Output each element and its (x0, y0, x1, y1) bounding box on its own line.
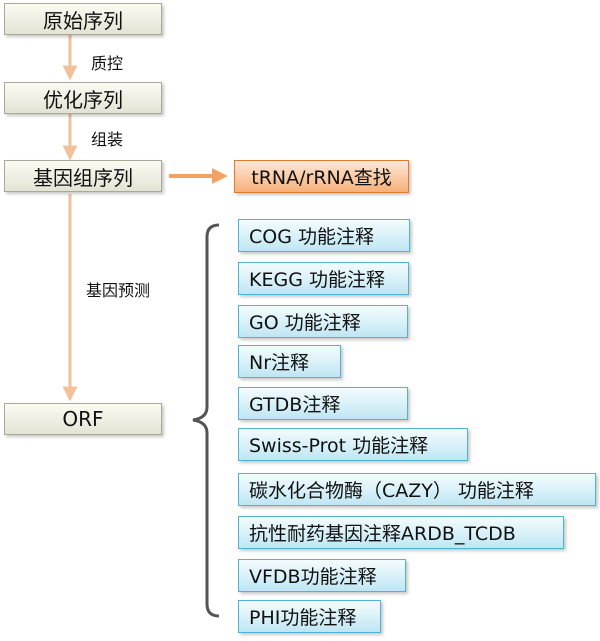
edge-label-qc: 质控 (91, 54, 124, 73)
annotation-ardb-tcdb-label: 抗性耐药基因注释ARDB_TCDB (249, 523, 516, 545)
annotation-nr: Nr注释 (238, 345, 341, 378)
annotation-gtdb-label: GTDB注释 (249, 394, 341, 416)
annotation-go-label: GO 功能注释 (249, 312, 361, 334)
step-raw-sequence: 原始序列 (4, 3, 162, 35)
annotation-swiss-prot: Swiss-Prot 功能注释 (238, 428, 468, 461)
annotation-vfdb-label: VFDB功能注释 (249, 566, 377, 588)
edge-label-assembly: 组装 (91, 130, 124, 149)
annotation-go: GO 功能注释 (238, 305, 408, 338)
annotation-bracket (192, 223, 220, 618)
step-orf-label: ORF (62, 407, 104, 431)
edge-label-gene-prediction: 基因预测 (86, 281, 151, 300)
annotation-cazy-label: 碳水化合物酶（CAZY） 功能注释 (249, 480, 534, 502)
annotation-cog: COG 功能注释 (238, 219, 410, 252)
annotation-ardb-tcdb: 抗性耐药基因注释ARDB_TCDB (238, 516, 564, 549)
trna-rrna-search-box: tRNA/rRNA查找 (234, 160, 409, 193)
annotation-kegg-label: KEGG 功能注释 (249, 269, 385, 291)
annotation-phi-label: PHI功能注释 (249, 607, 357, 629)
step-optimized-sequence-label: 优化序列 (43, 87, 123, 112)
step-genome-sequence-label: 基因组序列 (33, 165, 133, 190)
step-genome-sequence: 基因组序列 (4, 160, 162, 192)
step-orf: ORF (4, 403, 162, 435)
trna-rrna-search-label: tRNA/rRNA查找 (251, 167, 392, 189)
annotation-cazy: 碳水化合物酶（CAZY） 功能注释 (238, 473, 596, 506)
annotation-kegg: KEGG 功能注释 (238, 262, 409, 295)
annotation-nr-label: Nr注释 (249, 352, 310, 374)
annotation-vfdb: VFDB功能注释 (238, 559, 406, 592)
annotation-phi: PHI功能注释 (238, 600, 381, 633)
step-optimized-sequence: 优化序列 (4, 82, 162, 114)
annotation-swiss-prot-label: Swiss-Prot 功能注释 (249, 435, 429, 457)
annotation-gtdb: GTDB注释 (238, 387, 408, 420)
annotation-cog-label: COG 功能注释 (249, 226, 374, 248)
step-raw-sequence-label: 原始序列 (43, 8, 123, 33)
